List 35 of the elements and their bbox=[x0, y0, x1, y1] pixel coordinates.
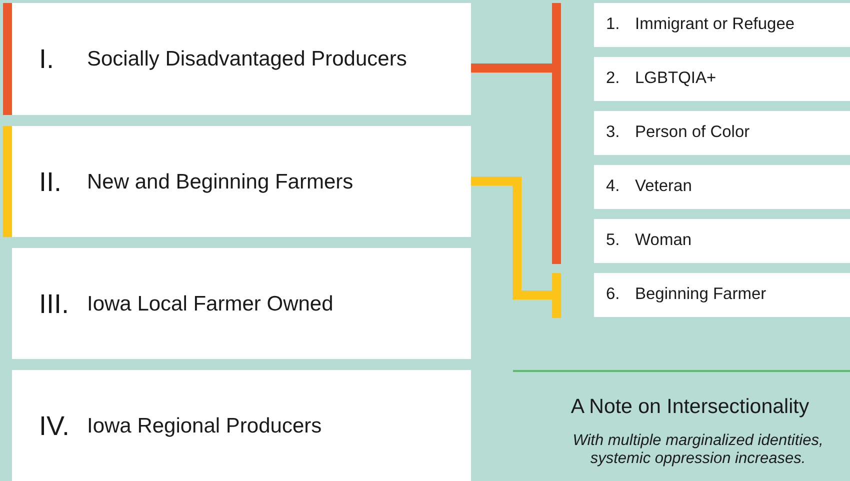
list-item-text: Woman bbox=[635, 231, 692, 251]
note-heading: A Note on Intersectionality bbox=[570, 395, 810, 419]
list-number: 3. bbox=[606, 123, 620, 143]
category-title: New and Beginning Farmers bbox=[87, 168, 354, 194]
category-card bbox=[12, 3, 471, 115]
category-title: Iowa Regional Producers bbox=[87, 412, 322, 438]
list-number: 6. bbox=[606, 285, 620, 305]
connector-line bbox=[471, 64, 552, 72]
list-number: 5. bbox=[606, 231, 620, 251]
category-title: Socially Disadvantaged Producers bbox=[87, 46, 407, 72]
note-text: With multiple marginalized identities, systemic oppression increases. bbox=[572, 432, 824, 468]
list-item-card bbox=[594, 219, 850, 263]
list-item-text: Immigrant or Refugee bbox=[635, 15, 795, 35]
bracket-bar bbox=[552, 273, 561, 318]
category-card bbox=[12, 126, 471, 237]
list-item-card bbox=[594, 57, 850, 101]
list-item-card bbox=[594, 111, 850, 155]
list-number: 2. bbox=[606, 69, 620, 89]
list-item-card bbox=[594, 3, 850, 47]
roman-numeral: II. bbox=[39, 165, 62, 198]
category-title: Iowa Local Farmer Owned bbox=[87, 290, 334, 316]
list-item-card bbox=[594, 273, 850, 317]
category-card bbox=[12, 370, 471, 481]
category-card bbox=[12, 248, 471, 359]
roman-numeral: IV. bbox=[39, 409, 70, 442]
list-item-card bbox=[594, 165, 850, 209]
list-item-text: LGBTQIA+ bbox=[635, 69, 716, 89]
list-item-text: Person of Color bbox=[635, 123, 750, 143]
list-item-text: Veteran bbox=[635, 177, 692, 197]
roman-numeral: III. bbox=[39, 287, 70, 320]
list-number: 1. bbox=[606, 15, 620, 35]
roman-numeral: I. bbox=[39, 42, 54, 76]
list-item-text: Beginning Farmer bbox=[635, 285, 766, 305]
list-number: 4. bbox=[606, 177, 620, 197]
bracket-bar bbox=[552, 3, 561, 264]
